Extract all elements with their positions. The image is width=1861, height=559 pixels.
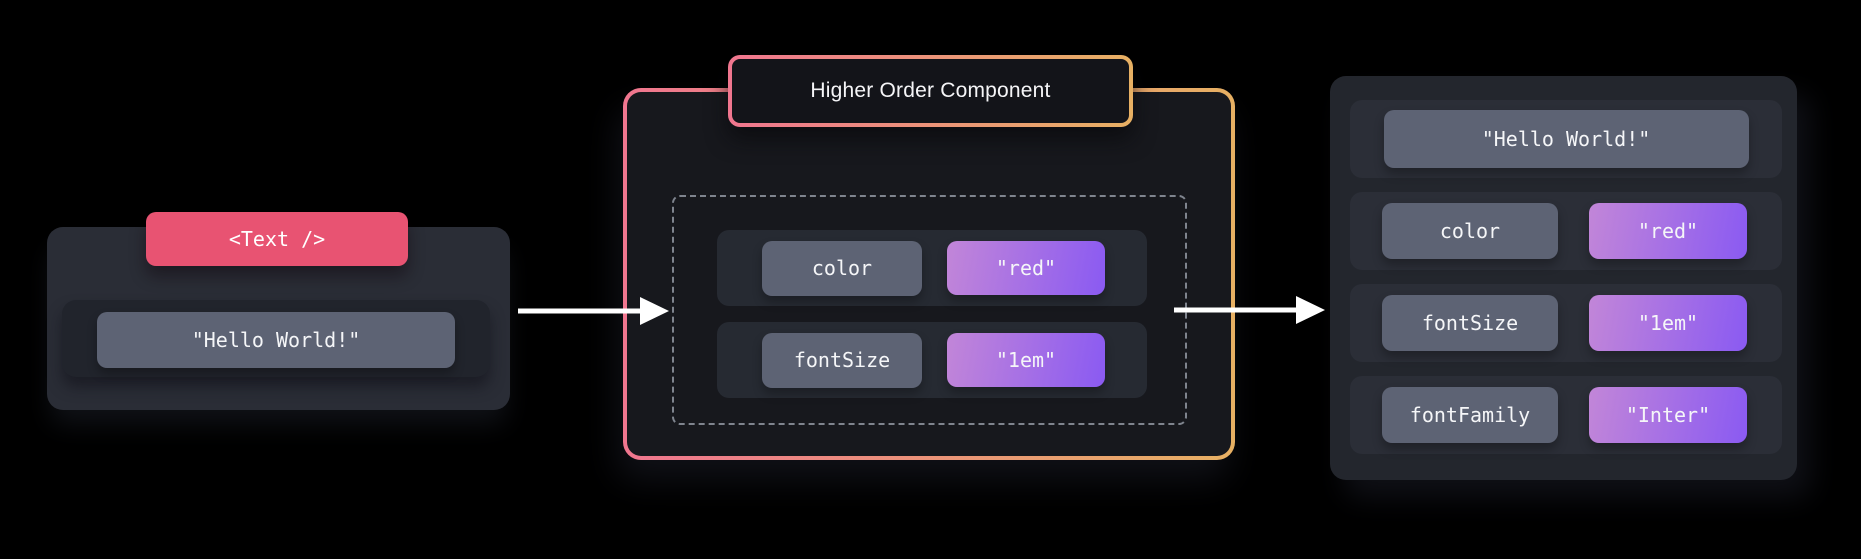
injected-props-box: color "red" fontSize "1em" xyxy=(672,195,1187,425)
input-children-value-pill: "Hello World!" xyxy=(97,312,455,368)
hoc-title: Higher Order Component xyxy=(732,59,1129,123)
hoc-prop-row: fontSize "1em" xyxy=(717,322,1147,398)
prop-value-pill: "red" xyxy=(1589,203,1747,259)
prop-value-pill: "red" xyxy=(947,241,1105,295)
output-children-row: "Hello World!" xyxy=(1350,100,1782,178)
hoc-prop-row: color "red" xyxy=(717,230,1147,306)
output-arrow-icon xyxy=(1174,296,1325,324)
input-component-tag-badge: <Text /> xyxy=(146,212,408,266)
output-prop-row: fontFamily "Inter" xyxy=(1350,376,1782,454)
prop-value-pill: "Inter" xyxy=(1589,387,1747,443)
output-component-card: "Hello World!" color "red" fontSize "1em… xyxy=(1330,76,1797,480)
prop-key-pill: fontFamily xyxy=(1382,387,1558,443)
prop-key-pill: fontSize xyxy=(1382,295,1558,351)
prop-key-pill: color xyxy=(1382,203,1558,259)
output-prop-row: color "red" xyxy=(1350,192,1782,270)
input-arrow-icon xyxy=(518,297,669,325)
prop-key-pill: fontSize xyxy=(762,332,922,388)
output-children-value-pill: "Hello World!" xyxy=(1383,110,1749,168)
output-prop-row: fontSize "1em" xyxy=(1350,284,1782,362)
prop-value-pill: "1em" xyxy=(1589,295,1747,351)
hoc-title-badge: Higher Order Component xyxy=(728,55,1133,127)
prop-value-pill: "1em" xyxy=(947,333,1105,387)
prop-key-pill: color xyxy=(762,240,922,296)
children-slot: "Hello World!" xyxy=(62,300,490,377)
